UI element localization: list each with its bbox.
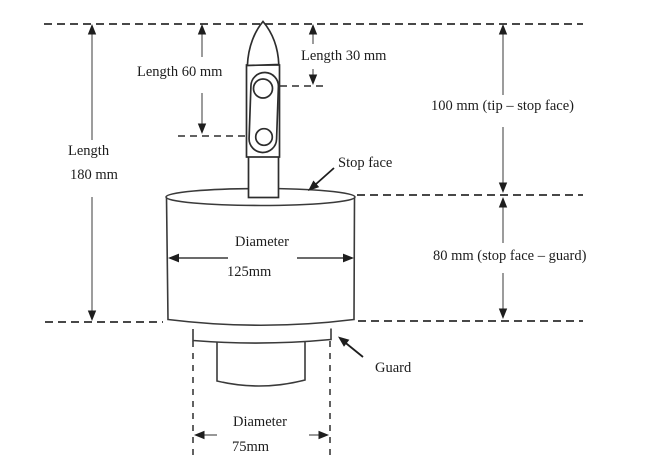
diameter125-arrow-left-icon bbox=[168, 253, 179, 263]
probe bbox=[245, 20, 281, 199]
probe-hole-top bbox=[252, 78, 274, 99]
secondary-dashed-lines bbox=[178, 85, 325, 137]
length30-arrow-up-icon bbox=[308, 24, 318, 35]
length180-arrow-up-icon bbox=[87, 24, 97, 35]
upper-length-label: Length 60 mm bbox=[137, 64, 223, 80]
length60-arrow-up-icon bbox=[197, 24, 207, 35]
probe-tip bbox=[246, 20, 280, 67]
reference-dashed-lines bbox=[44, 23, 583, 323]
diameter125-dimension bbox=[168, 253, 354, 263]
probe-cartridge-slot bbox=[248, 71, 280, 154]
tip-length-label: Length 30 mm bbox=[301, 48, 387, 64]
overall-length-label-line2: 180 mm bbox=[70, 167, 118, 183]
diameter125-arrow-right-icon bbox=[343, 253, 354, 263]
guard-pointer-arrow-icon bbox=[338, 336, 350, 347]
stop-face-pointer-arrow-icon bbox=[307, 180, 320, 191]
tip-to-stop-face-label: 100 mm (tip – stop face) bbox=[431, 98, 574, 114]
guard-flange bbox=[192, 328, 332, 344]
stop-face-to-guard-label: 80 mm (stop face – guard) bbox=[433, 248, 587, 264]
stop-face-label: Stop face bbox=[338, 155, 393, 171]
dimension-arrowheads bbox=[87, 24, 508, 440]
main-cylinder-body bbox=[165, 196, 356, 327]
guard-label: Guard bbox=[375, 360, 412, 376]
guard-inner-cylinder bbox=[216, 339, 306, 387]
diameter75-arrow-left-icon bbox=[194, 430, 205, 440]
length30-arrow-down-icon bbox=[308, 74, 318, 85]
callout-pointers bbox=[307, 167, 364, 358]
overall-length-label-line1: Length bbox=[68, 143, 110, 159]
probe-shaft bbox=[247, 155, 280, 199]
guard-diameter-label-line2: 75mm bbox=[232, 439, 270, 455]
length180-arrow-down-icon bbox=[87, 310, 97, 321]
body-diameter-label-line1: Diameter bbox=[235, 234, 289, 250]
device-body bbox=[165, 187, 356, 387]
dim100-arrow-up-icon bbox=[498, 24, 508, 35]
dim100-arrow-down-icon bbox=[498, 182, 508, 193]
dim80-arrow-up-icon bbox=[498, 197, 508, 208]
body-diameter-label-line2: 125mm bbox=[227, 264, 272, 280]
dim80-arrow-down-icon bbox=[498, 308, 508, 319]
length60-arrow-down-icon bbox=[197, 123, 207, 134]
guard-diameter-label-line1: Diameter bbox=[233, 414, 287, 430]
probe-hole-bottom bbox=[254, 127, 274, 147]
diameter75-arrow-right-icon bbox=[318, 430, 329, 440]
